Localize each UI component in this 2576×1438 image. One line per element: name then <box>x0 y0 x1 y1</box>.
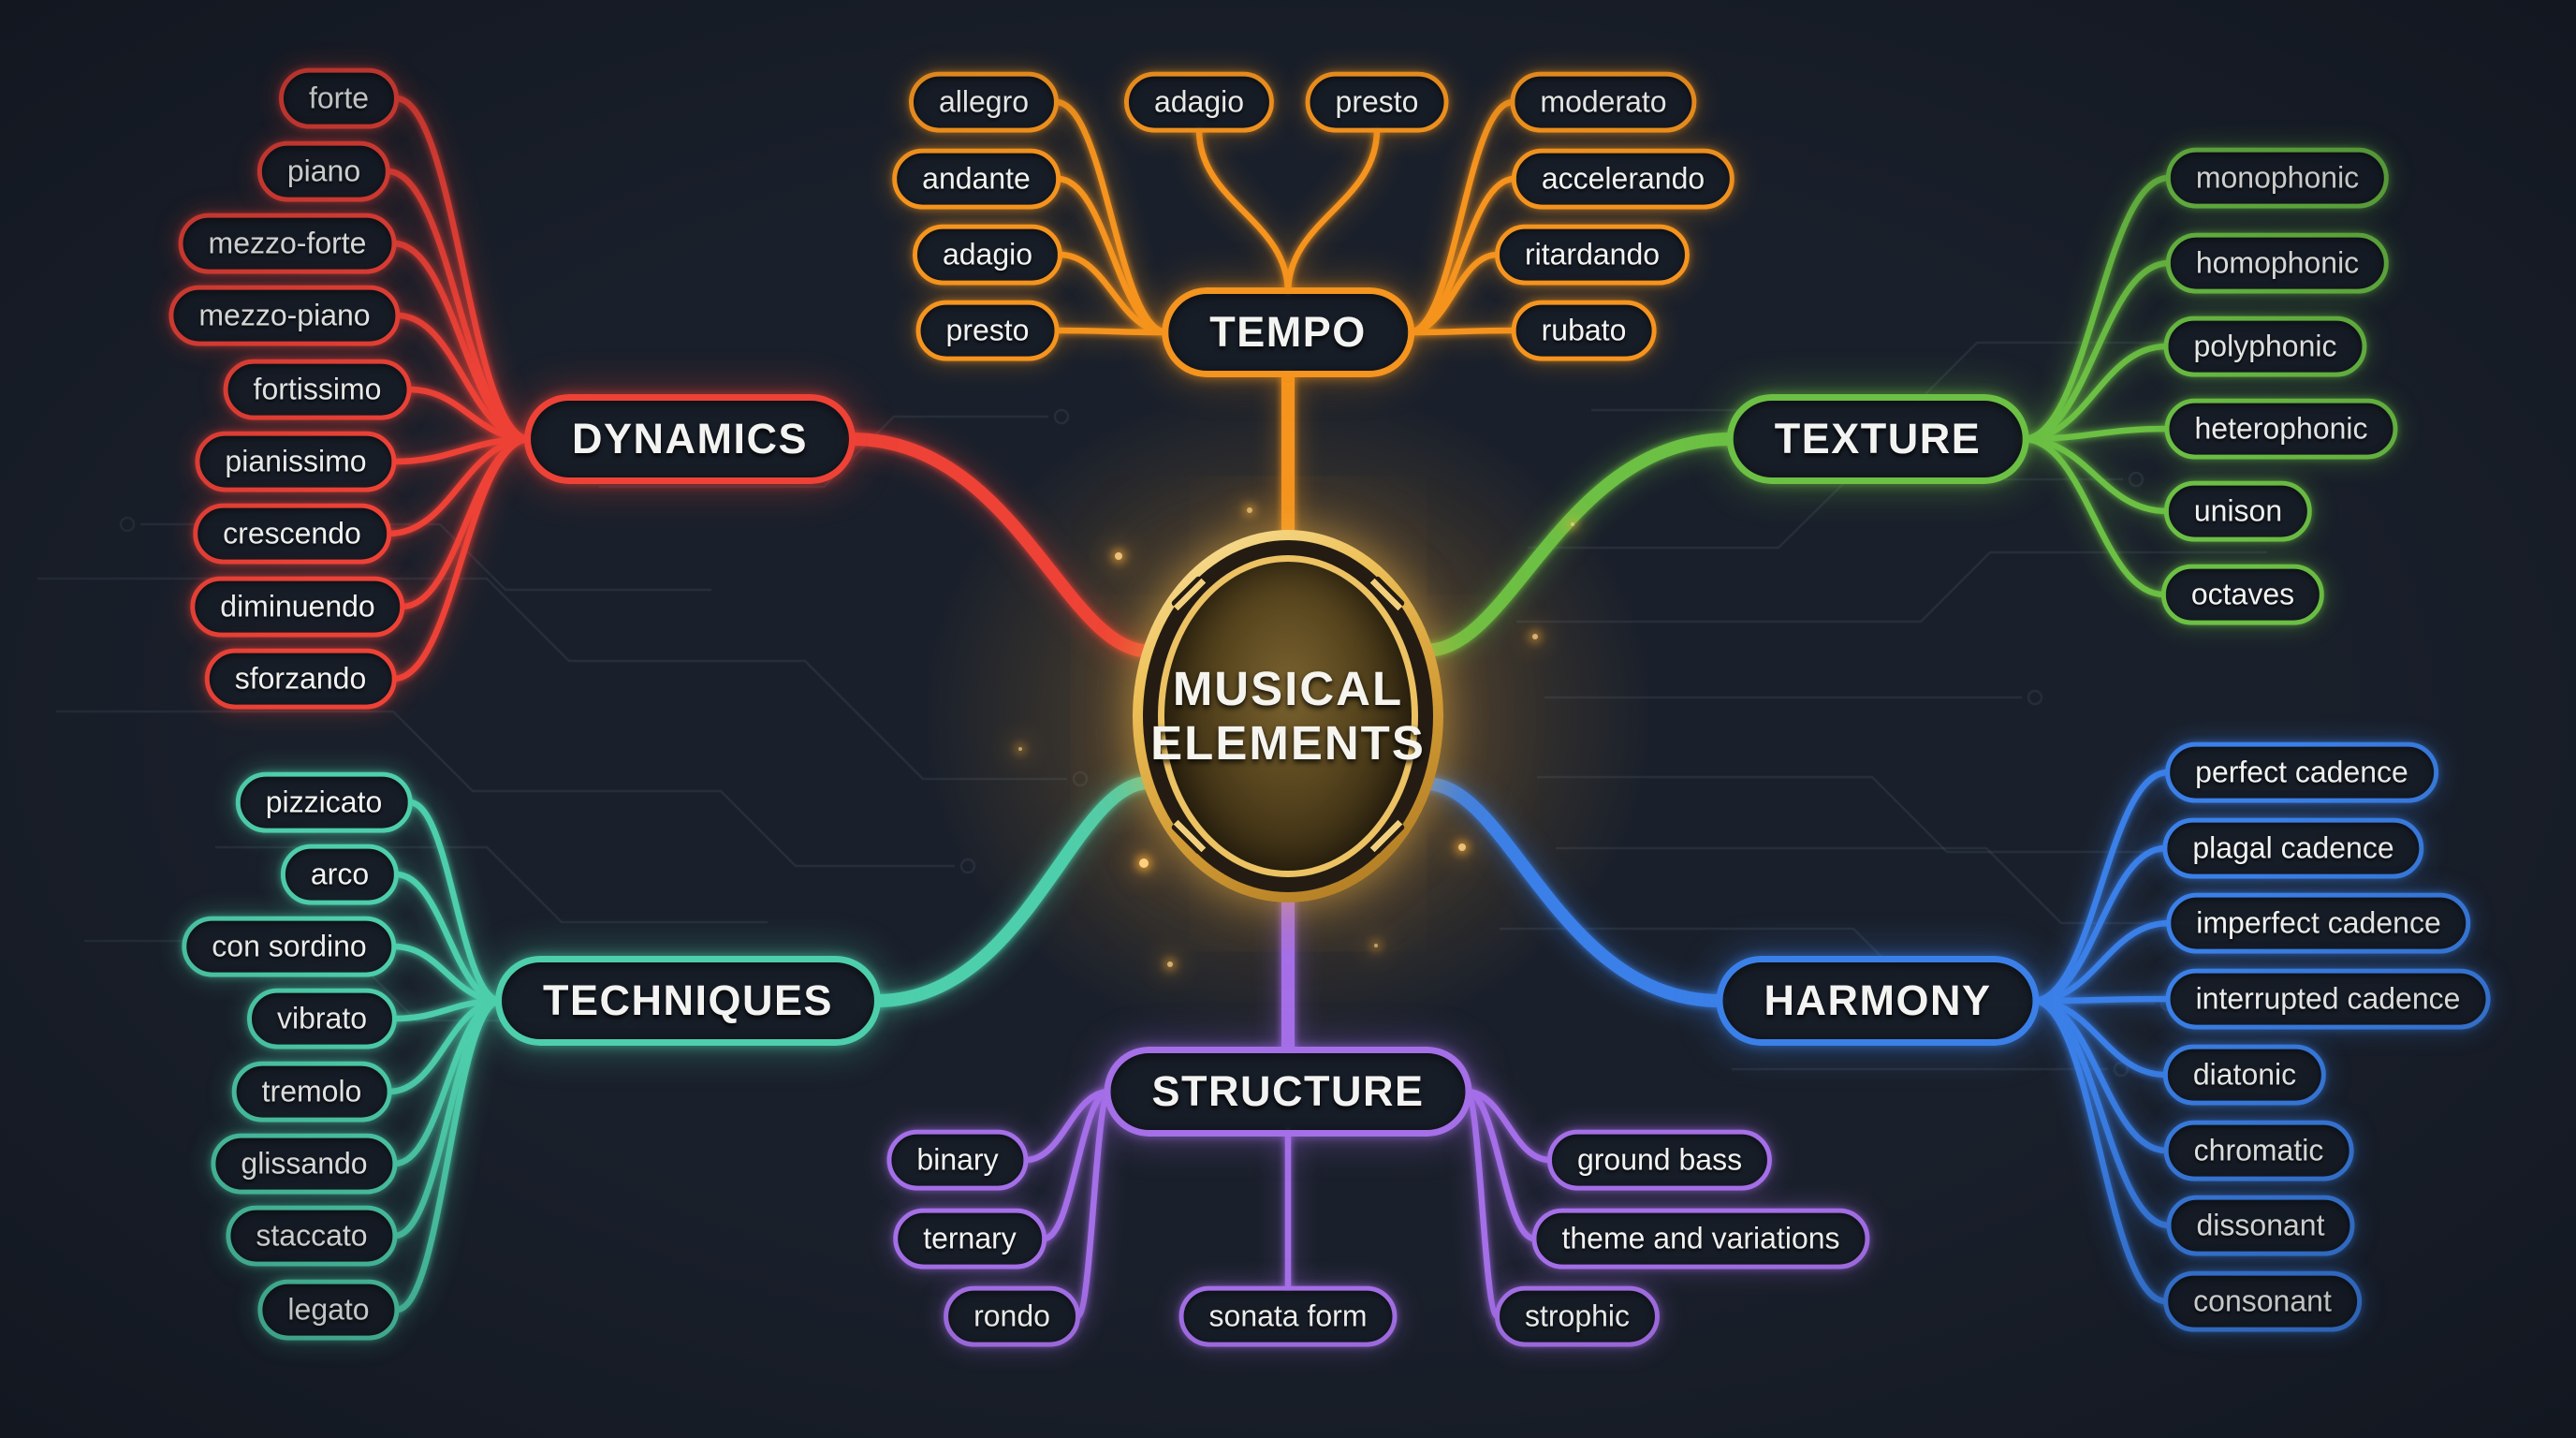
sparkle-dot <box>1247 507 1252 513</box>
leaf-techniques-legato[interactable]: legato <box>257 1279 400 1341</box>
leaf-tempo-adagio[interactable]: adagio <box>912 224 1063 286</box>
leaf-techniques-tremolo[interactable]: tremolo <box>231 1061 392 1123</box>
branch-tempo[interactable]: TEMPO <box>1162 287 1414 377</box>
leaf-harmony-perfect-cadence[interactable]: perfect cadence <box>2165 741 2438 803</box>
leaf-texture-octaves[interactable]: octaves <box>2160 564 2325 625</box>
leaf-texture-heterophonic[interactable]: heterophonic <box>2164 398 2398 460</box>
leaf-harmony-plagal-cadence[interactable]: plagal cadence <box>2162 817 2424 879</box>
leaf-texture-polyphonic[interactable]: polyphonic <box>2163 315 2367 377</box>
leaf-techniques-pizzicato[interactable]: pizzicato <box>235 771 413 833</box>
leaf-techniques-vibrato[interactable]: vibrato <box>246 988 398 1049</box>
leaf-techniques-staccato[interactable]: staccato <box>226 1205 398 1267</box>
leaf-harmony-dissonant[interactable]: dissonant <box>2166 1195 2355 1256</box>
links-techniques <box>386 775 1156 1313</box>
sparkle-dot <box>1018 747 1022 751</box>
leaf-harmony-chromatic[interactable]: chromatic <box>2163 1120 2354 1181</box>
leaf-structure-ternary[interactable]: ternary <box>893 1208 1046 1269</box>
leaf-tempo-allegro[interactable]: allegro <box>908 71 1060 133</box>
branch-texture[interactable]: TEXTURE <box>1726 394 2029 484</box>
leaf-dynamics-forte[interactable]: forte <box>278 67 400 129</box>
leaf-structure-sonata-form[interactable]: sonata form <box>1178 1285 1398 1347</box>
sparkle-dot <box>1167 961 1173 967</box>
leaf-tempo-presto[interactable]: presto <box>915 300 1060 361</box>
leaf-structure-theme-and-variations[interactable]: theme and variations <box>1531 1208 1870 1269</box>
leaf-dynamics-mezzo-forte[interactable]: mezzo-forte <box>178 213 397 274</box>
leaf-harmony-interrupted-cadence[interactable]: interrupted cadence <box>2165 968 2491 1030</box>
leaf-tempo-adagio[interactable]: adagio <box>1123 71 1275 133</box>
leaf-harmony-diatonic[interactable]: diatonic <box>2162 1044 2327 1106</box>
sparkle-dot <box>1532 634 1538 639</box>
sparkle-dot <box>1374 944 1378 947</box>
branch-dynamics[interactable]: DYNAMICS <box>523 394 856 484</box>
leaf-harmony-imperfect-cadence[interactable]: imperfect cadence <box>2166 892 2471 954</box>
leaf-techniques-glissando[interactable]: glissando <box>211 1133 398 1195</box>
links-dynamics <box>384 95 1155 682</box>
leaf-dynamics-pianissimo[interactable]: pianissimo <box>195 431 397 492</box>
links-texture <box>1420 174 2173 657</box>
leaf-structure-rondo[interactable]: rondo <box>944 1285 1080 1347</box>
leaf-tempo-presto[interactable]: presto <box>1305 71 1449 133</box>
branch-structure[interactable]: STRUCTURE <box>1104 1047 1472 1137</box>
sparkle-dot <box>1139 858 1149 868</box>
leaf-structure-ground-bass[interactable]: ground bass <box>1546 1129 1773 1191</box>
leaf-tempo-andante[interactable]: andante <box>892 148 1061 210</box>
central-node-musical-elements[interactable]: MUSICAL ELEMENTS <box>1133 530 1443 902</box>
leaf-texture-homophonic[interactable]: homophonic <box>2165 232 2390 294</box>
leaf-structure-binary[interactable]: binary <box>886 1129 1029 1191</box>
links-harmony <box>1420 769 2173 1305</box>
leaf-dynamics-sforzando[interactable]: sforzando <box>204 648 397 710</box>
sparkle-dot <box>1115 552 1122 560</box>
leaf-harmony-consonant[interactable]: consonant <box>2163 1270 2362 1332</box>
central-title-line1: MUSICAL <box>1172 661 1404 715</box>
sparkle-dot <box>1458 844 1466 851</box>
leaf-dynamics-piano[interactable]: piano <box>256 140 391 202</box>
leaf-tempo-rubato[interactable]: rubato <box>1511 300 1657 361</box>
leaf-texture-monophonic[interactable]: monophonic <box>2165 147 2390 209</box>
branch-techniques[interactable]: TECHNIQUES <box>494 956 882 1046</box>
leaf-tempo-moderato[interactable]: moderato <box>1510 71 1697 133</box>
leaf-dynamics-mezzo-piano[interactable]: mezzo-piano <box>168 285 401 346</box>
sparkle-dot <box>1571 522 1574 526</box>
leaf-tempo-ritardando[interactable]: ritardando <box>1494 224 1690 286</box>
links-tempo <box>1052 98 1518 544</box>
leaf-structure-strophic[interactable]: strophic <box>1494 1285 1661 1347</box>
leaf-texture-unison[interactable]: unison <box>2163 480 2313 542</box>
leaf-techniques-arco[interactable]: arco <box>280 844 400 905</box>
leaf-techniques-con-sordino[interactable]: con sordino <box>182 916 397 977</box>
leaf-dynamics-crescendo[interactable]: crescendo <box>193 503 391 565</box>
gold-ring-inner: MUSICAL ELEMENTS <box>1150 555 1424 877</box>
leaf-dynamics-fortissimo[interactable]: fortissimo <box>223 359 412 420</box>
central-title-line2: ELEMENTS <box>1150 716 1426 770</box>
branch-harmony[interactable]: HARMONY <box>1716 956 2040 1046</box>
leaf-dynamics-diminuendo[interactable]: diminuendo <box>190 576 405 638</box>
leaf-tempo-accelerando[interactable]: accelerando <box>1511 148 1735 210</box>
